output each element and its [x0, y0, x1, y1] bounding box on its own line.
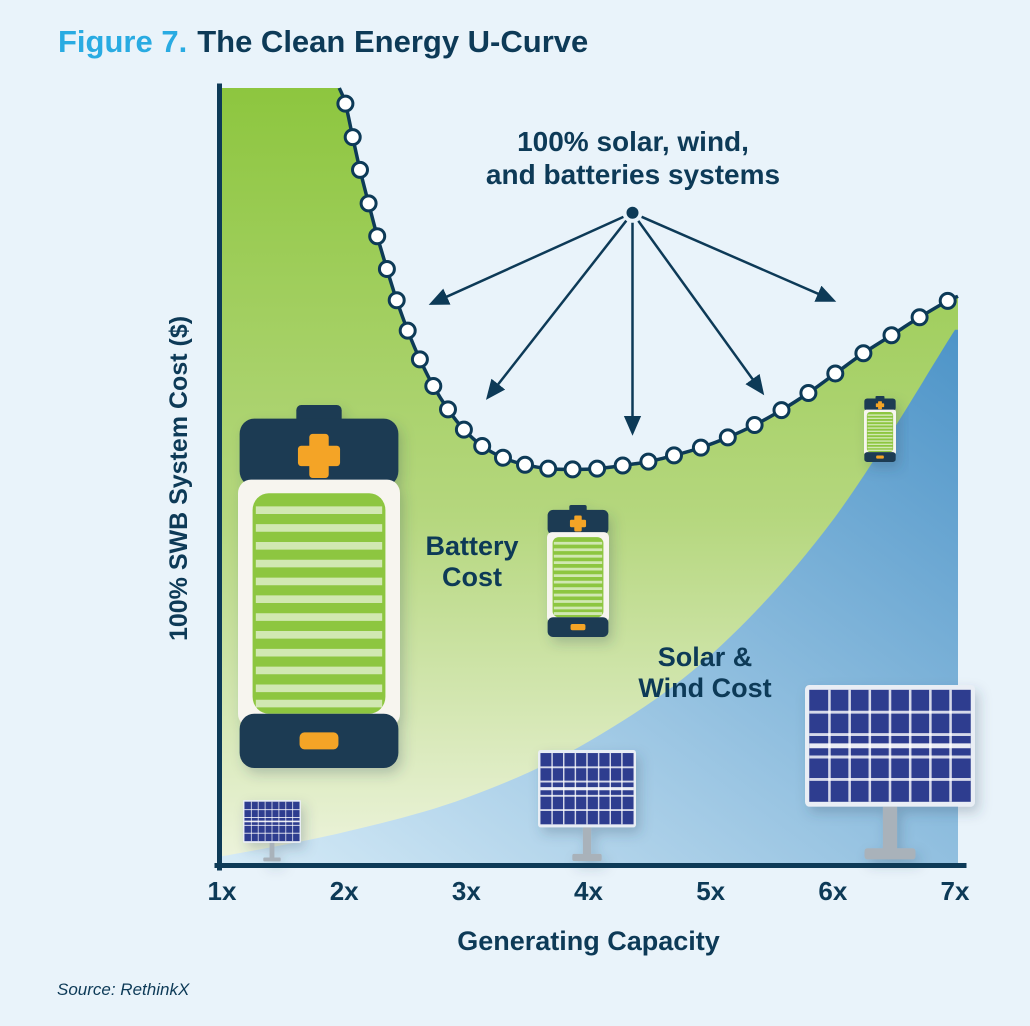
battery-icon-large: [238, 405, 400, 768]
x-tick-label: 7x: [940, 876, 970, 906]
curve-marker: [368, 227, 387, 246]
total-cost-curve-layer: [336, 87, 959, 479]
curve-marker: [343, 128, 362, 147]
battery-icon-medium: [547, 505, 609, 637]
curve-marker: [398, 321, 417, 340]
annotation-label: 100% solar, wind, and batteries systems: [485, 126, 781, 191]
curve-marker: [718, 428, 737, 447]
curve-marker: [772, 401, 791, 420]
x-axis-title: Generating Capacity: [457, 926, 720, 956]
annotation-origin-dot: [626, 206, 639, 219]
curve-markers: [336, 94, 957, 479]
x-tick-label: 5x: [696, 876, 726, 906]
curve-marker: [387, 291, 406, 310]
curve-marker: [539, 459, 558, 478]
source-note: Source: RethinkX: [57, 980, 190, 999]
battery-cost-label: Battery Cost: [425, 531, 519, 593]
curve-marker: [938, 291, 957, 310]
x-tick-label: 2x: [329, 876, 359, 906]
curve-marker: [424, 377, 443, 395]
annotation-arrow: [637, 220, 765, 396]
annotation-arrow: [641, 215, 837, 302]
curve-marker: [588, 459, 607, 478]
cost-areas: [222, 88, 958, 868]
curve-marker: [516, 455, 534, 474]
x-tick-label: 6x: [818, 876, 848, 906]
annotation-arrows: [428, 206, 837, 436]
x-tick-label: 4x: [574, 876, 603, 906]
curve-marker: [854, 344, 873, 363]
x-tick-label: 3x: [451, 876, 481, 906]
curve-marker: [454, 420, 473, 439]
curve-marker: [910, 308, 929, 327]
solar-wind-cost-area: [222, 329, 958, 868]
curve-marker: [639, 452, 658, 471]
y-axis-label: 100% SWB System Cost ($): [165, 315, 194, 641]
curve-marker: [691, 438, 710, 457]
figure-title: Figure 7. The Clean Energy U-Curve: [58, 24, 588, 60]
curve-marker: [494, 448, 512, 467]
annotation-arrow: [428, 215, 624, 305]
curve-marker: [359, 194, 378, 213]
curve-marker: [439, 400, 457, 419]
curve-marker: [410, 350, 429, 369]
curve-marker: [665, 446, 683, 465]
curve-marker: [613, 456, 632, 475]
curve-marker: [377, 260, 396, 278]
x-tick-label: 1x: [207, 876, 237, 906]
figure-label: Figure 7.: [58, 24, 188, 59]
curve-marker: [473, 437, 492, 455]
curve-marker: [799, 384, 818, 402]
axes: [214, 83, 967, 871]
solar-wind-cost-label: Solar & Wind Cost: [638, 642, 772, 704]
curve-marker: [826, 364, 845, 383]
figure-title-text: The Clean Energy U-Curve: [197, 24, 589, 59]
annotation-arrow: [485, 219, 628, 400]
battery-icon-small: [864, 396, 896, 462]
curve-marker: [336, 94, 355, 113]
curve-marker: [882, 326, 901, 345]
curve-marker: [351, 160, 369, 179]
curve-marker: [563, 460, 582, 479]
curve-marker: [745, 416, 764, 434]
